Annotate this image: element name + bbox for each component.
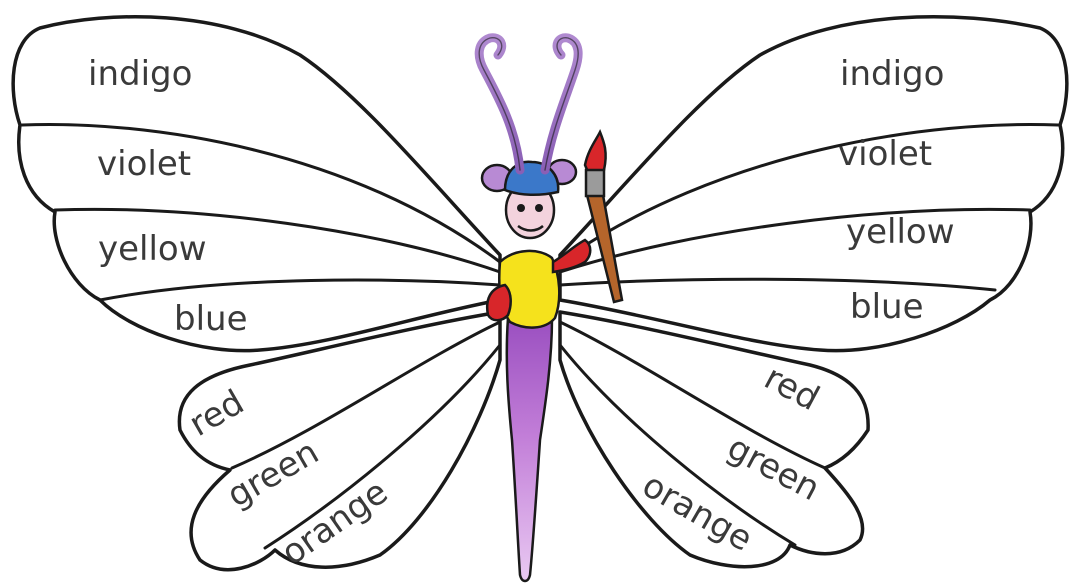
left-label-violet: violet (97, 144, 191, 184)
left-label-blue: blue (174, 299, 248, 339)
right-label-indigo: indigo (840, 54, 944, 94)
left-label-indigo: indigo (88, 54, 192, 94)
left-antenna (479, 38, 520, 170)
right-label-yellow: yellow (846, 212, 955, 252)
right-upper-wing (560, 17, 1067, 351)
right-label-blue: blue (850, 287, 924, 327)
right-label-violet: violet (838, 134, 932, 174)
right-antenna (545, 38, 578, 170)
left-label-yellow: yellow (98, 229, 207, 269)
left-upper-wing (13, 17, 500, 351)
